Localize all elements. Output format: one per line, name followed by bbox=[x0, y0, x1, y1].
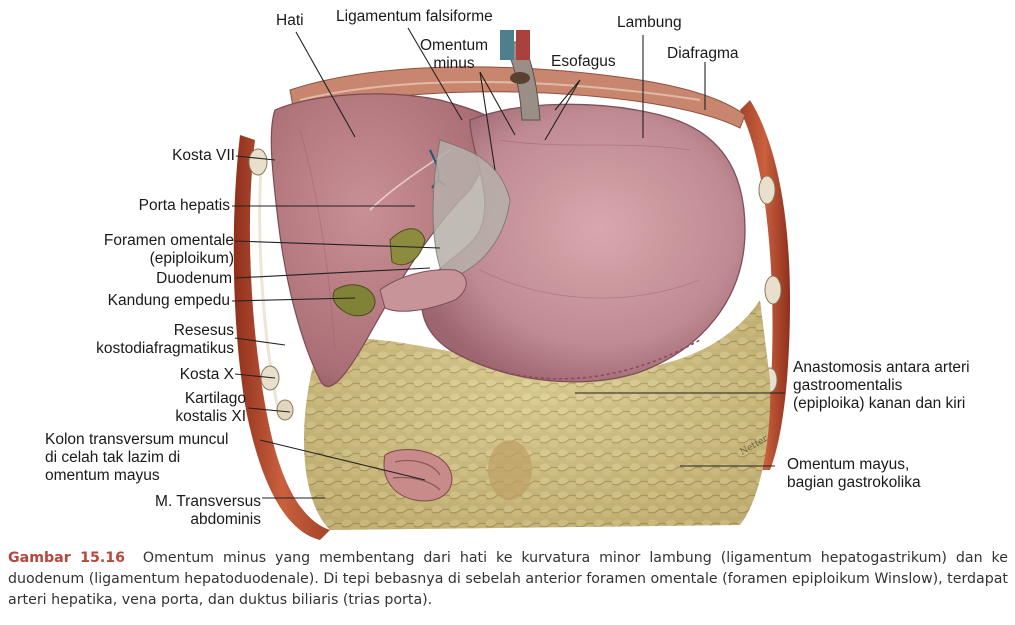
label-duodenum: Duodenum bbox=[156, 270, 232, 287]
label-omentum-minus: Omentum minus bbox=[419, 37, 489, 72]
figure-caption: Gambar 15.16 Omentum minus yang membenta… bbox=[8, 548, 1008, 611]
label-kosta-x: Kosta X bbox=[179, 366, 234, 383]
label-kolon-transversum: Kolon transversum muncul di celah tak la… bbox=[45, 431, 229, 484]
label-kandung-empedu: Kandung empedu bbox=[107, 292, 230, 309]
label-kosta-vii: Kosta VII bbox=[172, 147, 235, 164]
label-anastomosis: Anastomosis antara arteri gastroomentali… bbox=[793, 359, 970, 412]
label-lambung: Lambung bbox=[617, 14, 682, 31]
label-omentum-mayus: Omentum mayus, bagian gastrokolika bbox=[787, 456, 921, 491]
label-ligamentum-falsiforme: Ligamentum falsiforme bbox=[336, 8, 493, 25]
label-esofagus: Esofagus bbox=[551, 53, 616, 70]
caption-text: Omentum minus yang membentang dari hati … bbox=[8, 550, 1008, 608]
label-diafragma: Diafragma bbox=[667, 45, 739, 62]
anatomical-illustration: Netter bbox=[231, 27, 790, 540]
label-foramen-omentale: Foramen omentale (epiploikum) bbox=[103, 232, 234, 267]
label-hati: Hati bbox=[276, 12, 304, 29]
label-m-transversus-abdominis: M. Transversus abdominis bbox=[155, 493, 261, 528]
label-porta-hepatis: Porta hepatis bbox=[138, 197, 230, 214]
label-resesus-kostodiafragmatikus: Resesus kostodiafragmatikus bbox=[96, 322, 234, 357]
caption-figure-number: Gambar 15.16 bbox=[8, 550, 125, 566]
label-kartilago-kostalis-xi: Kartilago kostalis XI bbox=[175, 390, 246, 425]
